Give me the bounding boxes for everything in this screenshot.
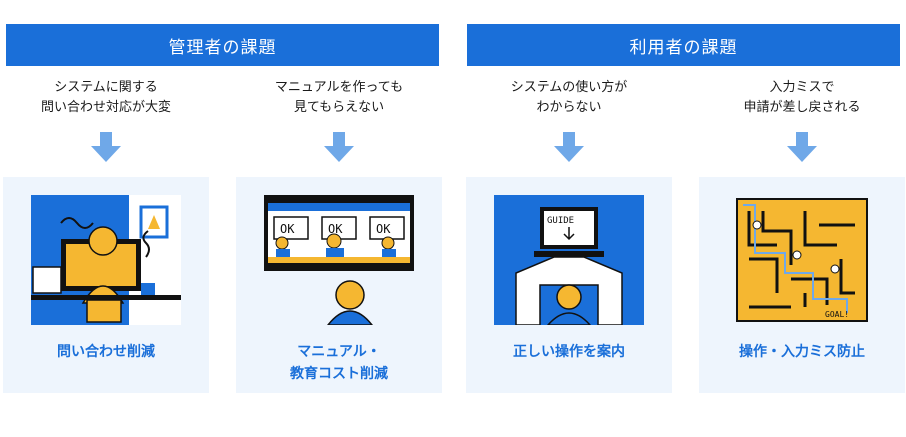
- admin-issues-header: 管理者の課題: [6, 24, 439, 66]
- goal-text: GOAL!: [825, 310, 849, 319]
- solution-label-4: 操作・入力ミス防止: [739, 344, 865, 360]
- ok-screen-text-3: OK: [376, 222, 391, 236]
- down-arrow-icon-1: [91, 132, 121, 162]
- solution-card-2: OK OK OK マニュアル・ 教育コスト削減: [236, 177, 442, 393]
- solution-label-1: 問い合わせ削減: [57, 344, 155, 360]
- problem-text-2: マニュアルを作っても 見てもらえない: [274, 80, 404, 115]
- user-issues-header: 利用者の課題: [467, 24, 900, 66]
- ok-screen-text-1: OK: [280, 222, 295, 236]
- solution-label-2: マニュアル・ 教育コスト削減: [290, 344, 388, 382]
- guide-screen-text: GUIDE: [547, 216, 574, 226]
- solution-card-1: 問い合わせ削減: [3, 177, 209, 393]
- training-room-illustration: OK OK OK: [264, 195, 414, 325]
- down-arrow-icon-3: [554, 132, 584, 162]
- problem-text-4: 入力ミスで 申請が差し戻される: [743, 80, 861, 115]
- down-arrow-icon-4: [787, 132, 817, 162]
- solution-label-3: 正しい操作を案内: [513, 344, 625, 360]
- problem-text-1: システムに関する 問い合わせ対応が大変: [40, 80, 171, 115]
- solution-card-3: GUIDE 正しい操作を案内: [466, 177, 672, 393]
- ok-screen-text-2: OK: [328, 222, 343, 236]
- maze-illustration: GOAL!: [736, 198, 868, 322]
- solution-card-4: GOAL! 操作・入力ミス防止: [699, 177, 905, 393]
- down-arrow-icon-2: [324, 132, 354, 162]
- problem-text-3: システムの使い方が わからない: [510, 80, 628, 115]
- guide-monitor-illustration: GUIDE: [494, 195, 644, 325]
- office-worker-illustration: [31, 195, 181, 325]
